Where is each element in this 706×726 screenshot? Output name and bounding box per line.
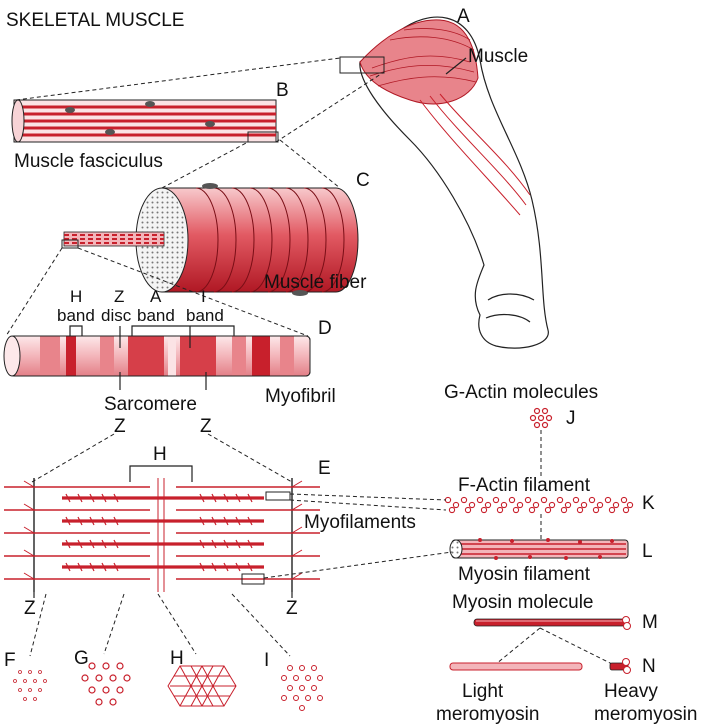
letter-f: F [4, 650, 16, 671]
letter-i: I [264, 650, 269, 671]
g-actin-label: G-Actin molecules [444, 382, 598, 403]
muscle-label: Muscle [468, 46, 528, 67]
letter-a: A [457, 6, 470, 27]
letter-n: N [642, 656, 656, 677]
z-label-d-left: Z [114, 416, 126, 437]
f-actin-label: F-Actin filament [458, 475, 591, 496]
heavy-label-2: meromyosin [594, 704, 697, 725]
z-label-e-left: Z [24, 598, 36, 619]
z-disc-label-2: disc [101, 306, 132, 325]
myosin-filament [449, 538, 629, 560]
a-band-label-1: A [150, 287, 162, 306]
heavy-meromyosin [609, 658, 631, 674]
fasciculus-label: Muscle fasciculus [14, 151, 163, 172]
light-meromyosin [449, 662, 583, 671]
letter-j: J [566, 408, 576, 429]
h-zone-label: H [153, 444, 167, 465]
fasciculus-illustration [11, 99, 279, 143]
letter-k: K [642, 493, 655, 514]
letter-d: D [318, 318, 332, 339]
fiber-label: Muscle fiber [264, 272, 367, 293]
cross-section-g [81, 662, 131, 706]
cross-section-i [281, 665, 323, 711]
myofilaments-label: Myofilaments [304, 512, 416, 533]
letter-l: L [642, 541, 653, 562]
g-actin-molecules [529, 407, 553, 429]
sarcomere-label: Sarcomere [104, 394, 197, 415]
sarcomere-illustration [4, 478, 320, 592]
letter-g: G [74, 648, 89, 669]
heavy-label-1: Heavy [604, 681, 658, 702]
h-band-label-2: band [57, 306, 95, 325]
diagram-title: SKELETAL MUSCLE [6, 10, 184, 31]
cross-section-f [13, 670, 47, 701]
letter-c: C [356, 170, 370, 191]
myofibril-illustration [3, 335, 311, 377]
myosin-molecule-label: Myosin molecule [452, 592, 594, 613]
i-band-label-1: I [201, 287, 206, 306]
z-disc-label-1: Z [114, 287, 124, 306]
h-band-label-1: H [70, 287, 82, 306]
i-band-label-2: band [186, 306, 224, 325]
letter-b: B [276, 80, 289, 101]
myosin-filament-label: Myosin filament [458, 564, 591, 585]
light-label-1: Light [462, 681, 504, 702]
z-label-e-right: Z [286, 598, 298, 619]
letter-h: H [170, 648, 184, 669]
letter-e: E [318, 458, 331, 479]
arm-illustration [339, 16, 549, 349]
letter-m: M [642, 612, 658, 633]
myosin-molecule [473, 616, 631, 630]
light-label-2: meromyosin [436, 704, 539, 725]
z-label-d-right: Z [200, 416, 212, 437]
a-band-label-2: band [137, 306, 175, 325]
myofibril-label: Myofibril [265, 386, 336, 407]
f-actin-filament [444, 496, 634, 514]
cross-section-h [167, 665, 237, 707]
fiber-illustration [61, 183, 359, 296]
